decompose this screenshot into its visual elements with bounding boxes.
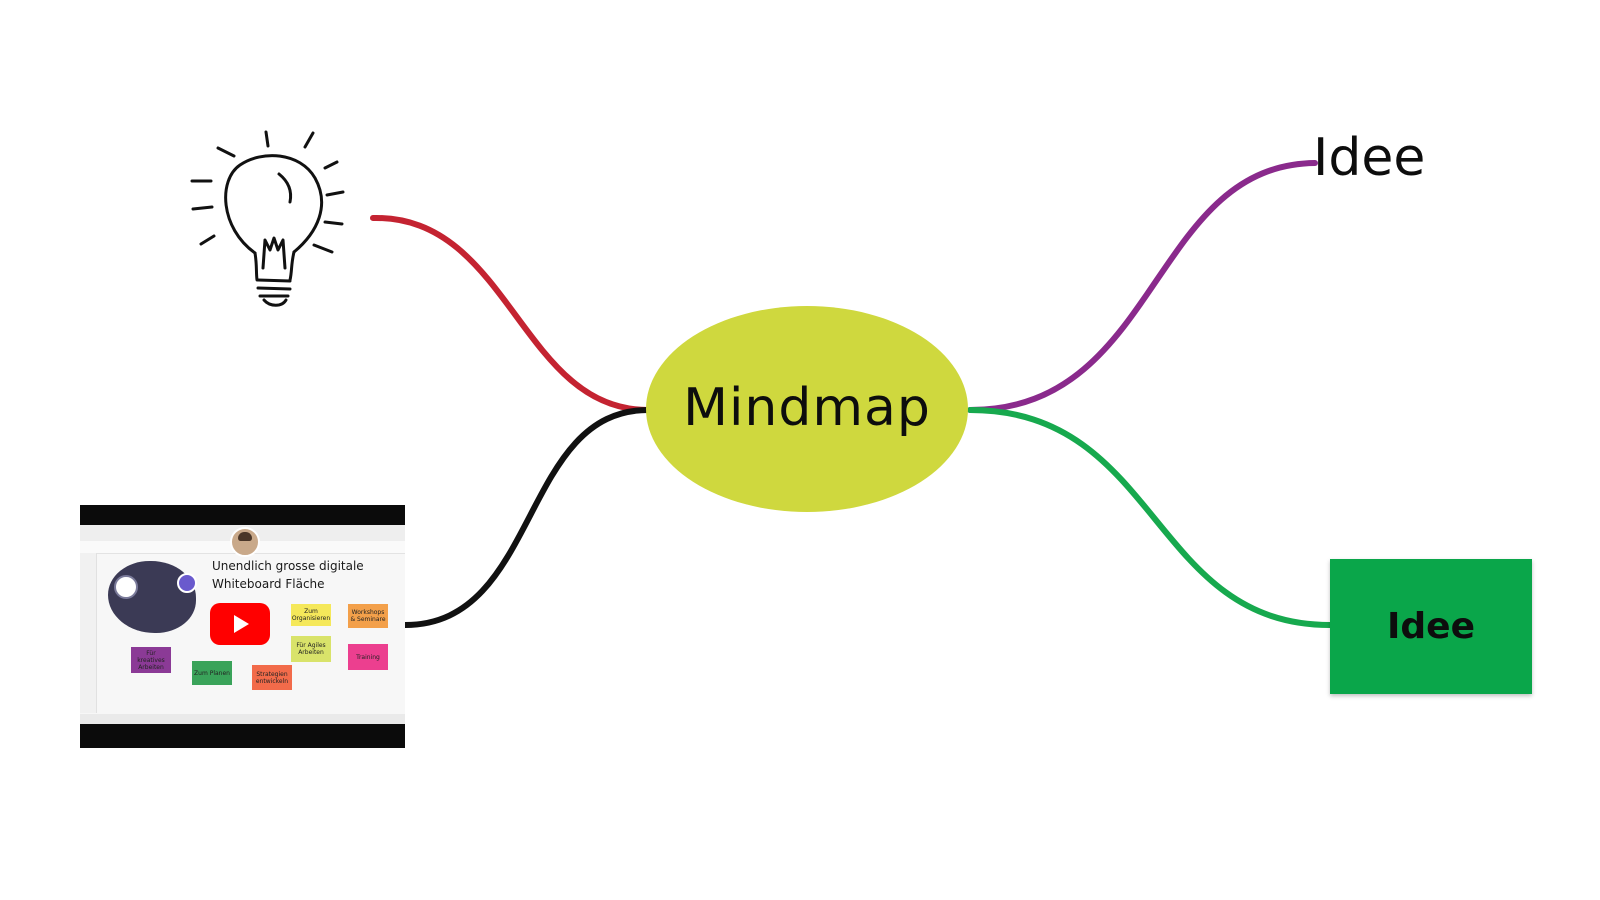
idee-text-node[interactable]: Idee xyxy=(1313,128,1426,188)
app-statusbar xyxy=(80,714,405,724)
lightbulb-icon xyxy=(190,130,345,307)
youtube-play-icon[interactable] xyxy=(210,603,270,645)
app-sidebar xyxy=(80,553,97,713)
center-node[interactable] xyxy=(646,306,968,512)
sticky-note-label: Für Agiles Arbeiten xyxy=(296,642,326,656)
sticky-note-training: Training xyxy=(348,644,388,670)
sticky-note-label: Für kreatives Arbeiten xyxy=(137,649,165,671)
sticky-note-label: Zum Organisieren xyxy=(291,608,331,622)
sticky-note-agiles: Für Agiles Arbeiten xyxy=(291,636,331,662)
play-triangle-icon xyxy=(234,615,249,633)
video-headline: Unendlich grosse digitale Whiteboard Flä… xyxy=(212,559,364,591)
branch-lightbulb xyxy=(370,214,651,413)
idee-box-node[interactable]: Idee xyxy=(1330,559,1532,694)
avatar xyxy=(230,527,260,557)
video-thumbnail[interactable]: Unendlich grosse digitale Whiteboard Flä… xyxy=(80,505,405,748)
sticky-note-label: Training xyxy=(356,653,380,661)
sticky-note-label: Zum Planen xyxy=(194,669,230,677)
moon-white-illustration xyxy=(114,575,138,599)
sticky-note-label: Workshops & Seminare xyxy=(350,609,386,623)
sticky-note-label: Strategien entwickeln xyxy=(255,670,289,685)
sticky-note-strategien: Strategien entwickeln xyxy=(252,665,292,690)
sticky-note-kreatives: Für kreatives Arbeiten xyxy=(131,647,171,673)
center-node-label: Mindmap xyxy=(683,378,931,438)
branch-video xyxy=(402,407,651,628)
branch-idee-box xyxy=(967,407,1333,628)
moon-purple-illustration xyxy=(177,573,197,593)
sticky-note-organisieren: Zum Organisieren xyxy=(291,604,331,626)
branch-idee-text xyxy=(967,160,1318,413)
idee-box-label: Idee xyxy=(1387,606,1475,647)
sticky-note-planen: Zum Planen xyxy=(192,661,232,685)
sticky-note-workshops: Workshops & Seminare xyxy=(348,604,388,628)
